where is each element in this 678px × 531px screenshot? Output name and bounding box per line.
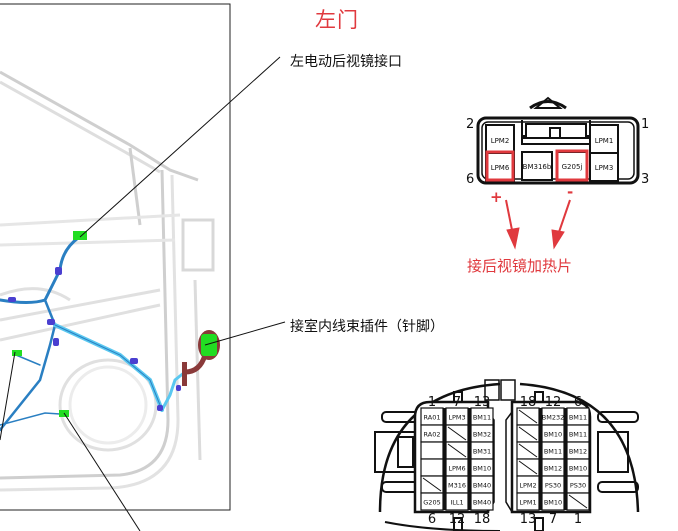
pin-label: BM40 <box>473 499 491 507</box>
pin-label: BM12 <box>544 465 562 473</box>
pin-label: BM12 <box>569 448 587 456</box>
pin-number: 7 <box>549 512 557 527</box>
cell-lpm2: LPM2 <box>491 137 510 145</box>
page-title: 左门 <box>315 8 359 32</box>
pin-label: BM31 <box>473 448 491 456</box>
pin-label: BM32 <box>473 431 491 439</box>
pin-label: ILL1 <box>450 499 463 507</box>
pin-cell <box>420 441 444 460</box>
harness-connector-pinout: RA01RA02G205LPM3LPM6M316ILL1BM11BM32BM31… <box>374 379 640 531</box>
pin-number-3: 3 <box>641 172 649 187</box>
harness-clips <box>8 267 181 411</box>
pin-cell <box>420 458 444 477</box>
pin-number: 12 <box>545 395 562 410</box>
highlight-plus <box>485 150 515 182</box>
body-connector-plug <box>201 334 217 356</box>
unused-pin-mark <box>568 494 588 509</box>
pin-label: LPM2 <box>519 482 536 490</box>
pin-label: BM11 <box>569 431 587 439</box>
pin-label: BM40 <box>473 482 491 490</box>
unused-pin-mark <box>518 460 538 475</box>
pin-number: 12 <box>449 512 466 527</box>
unused-pin-mark <box>518 443 538 458</box>
pin-label: BM10 <box>544 431 562 439</box>
pin-number: 1 <box>428 395 436 410</box>
pin-number-1: 1 <box>641 117 649 132</box>
pin-label: LPM3 <box>448 414 465 422</box>
minus-sign: - <box>567 183 573 201</box>
unused-pin-mark <box>422 477 442 492</box>
highlight-minus <box>555 149 589 182</box>
pin-label: RA01 <box>424 414 441 422</box>
pin-label: G205 <box>423 499 440 507</box>
unused-pin-mark <box>447 426 467 441</box>
pin-number-6: 6 <box>466 172 474 187</box>
pin-number: 6 <box>428 512 436 527</box>
pin-label: PS30 <box>545 482 561 490</box>
right-pin-block: LPM2LPM1BM232BM10BM11BM12PS30BM10BM11BM1… <box>516 395 590 527</box>
pin-number: 1 <box>574 512 582 527</box>
small-connector-plug <box>12 350 22 356</box>
unused-pin-mark <box>518 409 538 424</box>
cell-lpm3: LPM3 <box>595 164 614 172</box>
pin-label: BM11 <box>569 414 587 422</box>
pin-label: BM11 <box>473 414 491 422</box>
pin-number-2: 2 <box>466 117 474 132</box>
unused-pin-mark <box>518 426 538 441</box>
cell-bm316b: BM316b <box>523 163 552 171</box>
drawing-frame <box>0 3 231 511</box>
pin-label: LPM1 <box>519 499 536 507</box>
pin-number: 18 <box>520 395 537 410</box>
callout-mirror-connector: 左电动后视镜接口 <box>290 54 402 70</box>
pin-label: LPM6 <box>448 465 465 473</box>
pin-label: M316 <box>448 482 466 490</box>
cell-lpm1: LPM1 <box>595 137 614 145</box>
boot-grommet <box>184 354 208 375</box>
pin-label: BM10 <box>569 465 587 473</box>
unused-pin-mark <box>447 443 467 458</box>
pin-label: PS30 <box>570 482 586 490</box>
pin-label: BM10 <box>544 499 562 507</box>
pin-number: 13 <box>474 395 491 410</box>
callout-mirror-heater: 接后视镜加热片 <box>467 257 573 275</box>
plus-sign: + <box>490 188 503 206</box>
mirror-connector-pinout: LPM2 LPM6 BM316b G205j LPM1 LPM3 2 1 6 3… <box>466 96 649 250</box>
callout-body-harness-connector: 接室内线束插件（针脚） <box>290 319 444 335</box>
pin-number: 18 <box>474 512 491 527</box>
cell-lpm6: LPM6 <box>491 164 510 172</box>
latch-icon <box>529 100 567 110</box>
pin-label: BM232 <box>542 414 564 422</box>
pin-label: BM11 <box>544 448 562 456</box>
pin-number: 6 <box>574 395 582 410</box>
door-outline <box>0 70 215 492</box>
pin-label: RA02 <box>424 431 441 439</box>
cell-g205j: G205j <box>562 163 583 171</box>
leader-lines <box>0 56 286 531</box>
mirror-connector-plug <box>73 231 87 240</box>
pin-label: BM10 <box>473 465 491 473</box>
pin-number: 13 <box>520 512 537 527</box>
wire-harness <box>0 236 187 432</box>
pin-number: 7 <box>453 395 461 410</box>
red-arrows <box>505 199 571 250</box>
